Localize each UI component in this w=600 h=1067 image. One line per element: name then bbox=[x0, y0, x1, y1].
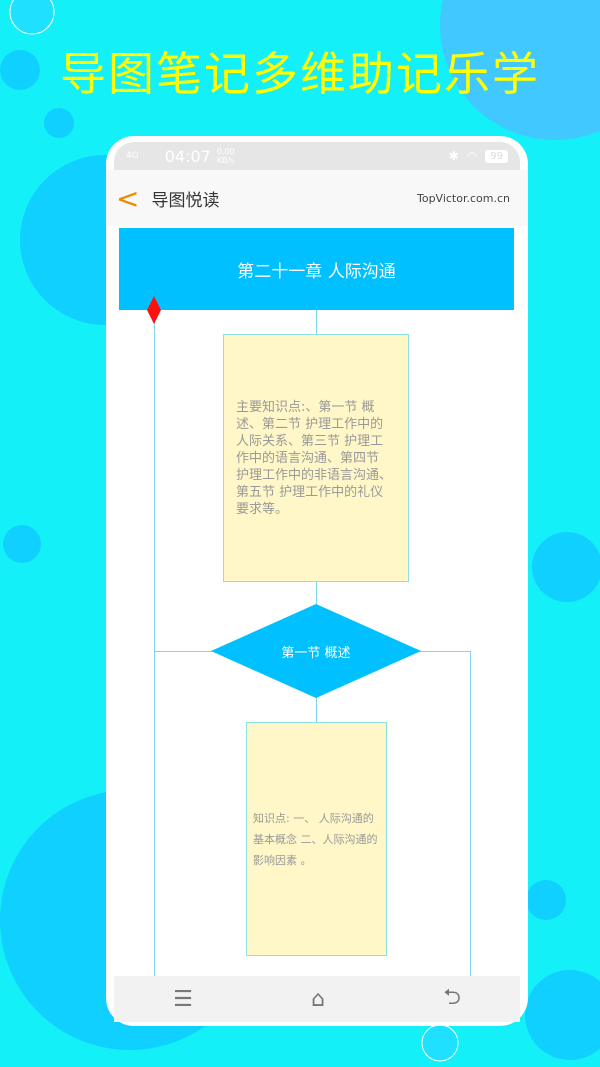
decor-circle bbox=[0, 50, 40, 90]
chevron-left-icon[interactable]: < bbox=[116, 181, 140, 215]
section-note[interactable]: 知识点: 一、 人际沟通的基本概念 二、人际沟通的影响因素 。 bbox=[246, 722, 387, 956]
phone-frame: 4G 04:07 0.00 KB/s ✱ ◠ 99 < 导图悦读 TopVict… bbox=[106, 136, 528, 1026]
back-icon[interactable]: ⮌ bbox=[443, 985, 461, 1010]
decor-circle bbox=[440, 0, 600, 140]
decor-circle bbox=[526, 880, 566, 920]
net-speed: 0.00 KB/s bbox=[216, 147, 235, 165]
clock: 04:07 bbox=[164, 146, 211, 166]
decor-circle bbox=[532, 532, 600, 602]
app-bar: < 导图悦读 TopVictor.com.cn bbox=[106, 170, 528, 226]
decor-circle bbox=[44, 108, 74, 138]
connector bbox=[316, 698, 317, 722]
mindmap-canvas[interactable]: 第二十一章 人际沟通 主要知识点:、第一节 概述、第二节 护理工作中的人际关系、… bbox=[106, 226, 528, 976]
diamond-marker-icon bbox=[147, 296, 161, 324]
menu-icon[interactable]: ☰ bbox=[173, 986, 193, 1012]
decor-circle bbox=[525, 970, 600, 1060]
home-icon[interactable]: ⌂ bbox=[311, 986, 326, 1012]
chapter-node[interactable]: 第二十一章 人际沟通 bbox=[119, 228, 514, 310]
bluetooth-icon: ✱ bbox=[448, 149, 459, 163]
status-bar: 4G 04:07 0.00 KB/s ✱ ◠ 99 bbox=[114, 142, 520, 170]
connector bbox=[154, 316, 155, 976]
site-link[interactable]: TopVictor.com.cn bbox=[416, 191, 510, 205]
battery-icon: 99 bbox=[485, 149, 508, 163]
connector bbox=[470, 651, 471, 976]
decor-circle bbox=[3, 525, 41, 563]
decor-circle bbox=[421, 1024, 459, 1062]
decor-circle bbox=[9, 0, 55, 35]
signal-icon: 4G bbox=[126, 151, 139, 161]
section-node-shape[interactable] bbox=[211, 604, 421, 698]
page-title: 导图悦读 bbox=[151, 190, 220, 211]
wifi-icon: ◠ bbox=[466, 149, 478, 163]
system-nav-bar: ☰ ⌂ ⮌ bbox=[114, 976, 520, 1022]
promo-title: 导图笔记多维助记乐学 bbox=[60, 47, 540, 101]
chapter-note[interactable]: 主要知识点:、第一节 概述、第二节 护理工作中的人际关系、第三节 护理工作中的语… bbox=[223, 334, 409, 582]
